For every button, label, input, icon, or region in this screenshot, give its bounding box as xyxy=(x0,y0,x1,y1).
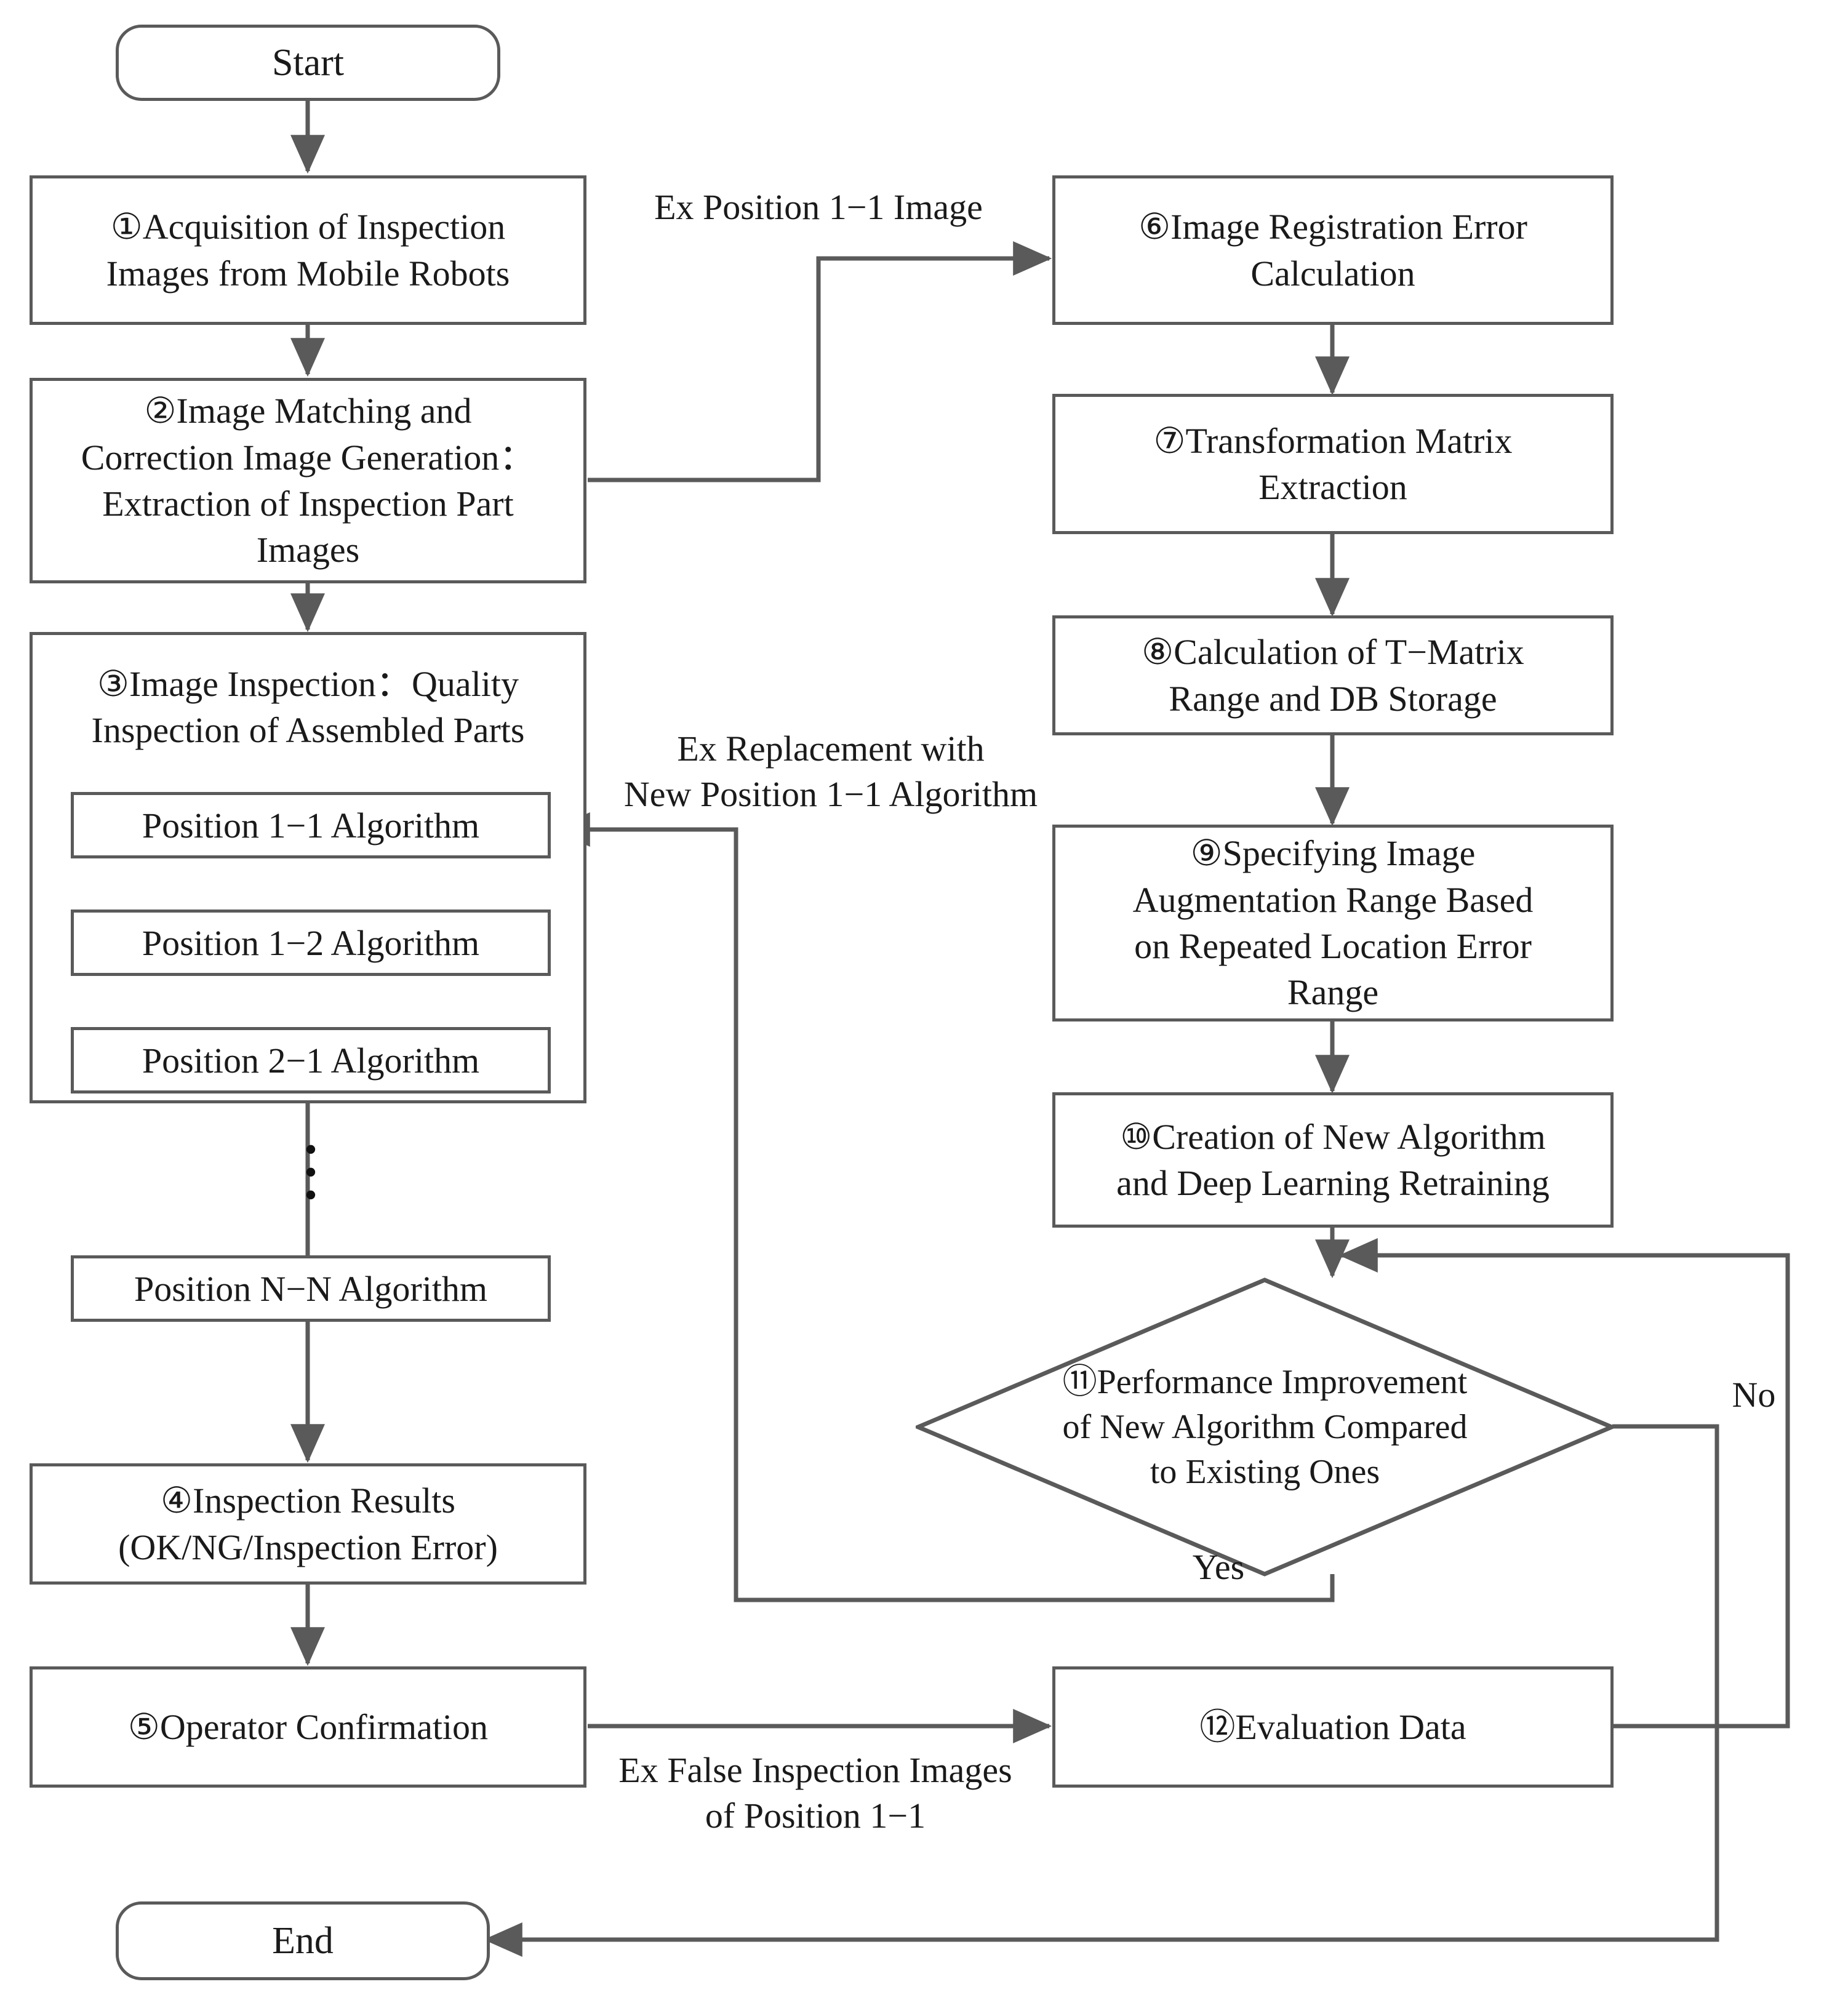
diamond-shape-icon xyxy=(913,1277,1617,1577)
node-step-2[interactable]: ②Image Matching and Correction Image Gen… xyxy=(30,378,586,583)
node-step-7-label: ⑦Transformation Matrix Extraction xyxy=(1153,420,1513,507)
node-step-3[interactable]: ③Image Inspection：Quality Inspection of … xyxy=(30,632,586,1322)
node-step-11-label: ⑪Performance Improvement of New Algorith… xyxy=(1062,1362,1468,1491)
node-end-label: End xyxy=(272,1919,334,1962)
node-step-4-label: ④Inspection Results (OK/NG/Inspection Er… xyxy=(118,1481,498,1567)
vertical-ellipsis-icon: ••• xyxy=(304,1129,318,1216)
node-step-1[interactable]: ①Acquisition of Inspection Images from M… xyxy=(30,175,586,325)
node-step-10-label: ⑩Creation of New Algorithm and Deep Lear… xyxy=(1116,1116,1550,1203)
edge-2-to-6 xyxy=(588,241,1052,482)
edge-label-no: No xyxy=(1732,1375,1776,1415)
node-step-11[interactable]: ⑪Performance Improvement of New Algorith… xyxy=(913,1277,1617,1577)
algorithm-item-label: Position 1−2 Algorithm xyxy=(142,922,480,963)
node-step-6[interactable]: ⑥Image Registration Error Calculation xyxy=(1052,175,1614,325)
edge-label-yes: Yes xyxy=(1192,1547,1245,1587)
node-end[interactable]: End xyxy=(116,1901,490,1980)
node-step-8[interactable]: ⑧Calculation of T−Matrix Range and DB St… xyxy=(1052,615,1614,735)
node-step-12-label: ⑫Evaluation Data xyxy=(1199,1706,1466,1747)
algorithm-item-label: Position 1−1 Algorithm xyxy=(142,805,480,846)
node-step-4[interactable]: ④Inspection Results (OK/NG/Inspection Er… xyxy=(30,1463,586,1585)
node-step-9[interactable]: ⑨Specifying Image Augmentation Range Bas… xyxy=(1052,825,1614,1021)
node-step-5-label: ⑤Operator Confirmation xyxy=(127,1706,489,1747)
algorithm-item-position-n-n[interactable]: Position N−N Algorithm xyxy=(71,1255,551,1322)
node-step-9-label: ⑨Specifying Image Augmentation Range Bas… xyxy=(1132,833,1534,1013)
node-step-5[interactable]: ⑤Operator Confirmation xyxy=(30,1666,586,1788)
node-start-label: Start xyxy=(271,41,345,84)
algorithm-item-position-2-1[interactable]: Position 2−1 Algorithm xyxy=(71,1027,551,1093)
edge-label-ex-position-image: Ex Position 1−1 Image xyxy=(654,187,983,227)
node-step-7[interactable]: ⑦Transformation Matrix Extraction xyxy=(1052,394,1614,534)
edge-label-ex-false-images: Ex False Inspection Images of Position 1… xyxy=(618,1750,1012,1836)
node-step-1-label: ①Acquisition of Inspection Images from M… xyxy=(106,207,510,294)
edge-label-ex-replacement: Ex Replacement with New Position 1−1 Alg… xyxy=(623,729,1038,815)
algorithm-item-label: Position N−N Algorithm xyxy=(134,1268,488,1309)
node-step-8-label: ⑧Calculation of T−Matrix Range and DB St… xyxy=(1142,632,1524,719)
node-step-6-label: ⑥Image Registration Error Calculation xyxy=(1138,207,1527,294)
node-step-2-label: ②Image Matching and Correction Image Gen… xyxy=(81,391,535,570)
node-step-12[interactable]: ⑫Evaluation Data xyxy=(1052,1666,1614,1788)
algorithm-item-position-1-1[interactable]: Position 1−1 Algorithm xyxy=(71,792,551,858)
node-start[interactable]: Start xyxy=(116,25,500,101)
node-step-3-label: ③Image Inspection：Quality Inspection of … xyxy=(91,664,525,751)
node-step-10[interactable]: ⑩Creation of New Algorithm and Deep Lear… xyxy=(1052,1092,1614,1228)
algorithm-item-label: Position 2−1 Algorithm xyxy=(142,1040,480,1081)
algorithm-item-position-1-2[interactable]: Position 1−2 Algorithm xyxy=(71,910,551,976)
